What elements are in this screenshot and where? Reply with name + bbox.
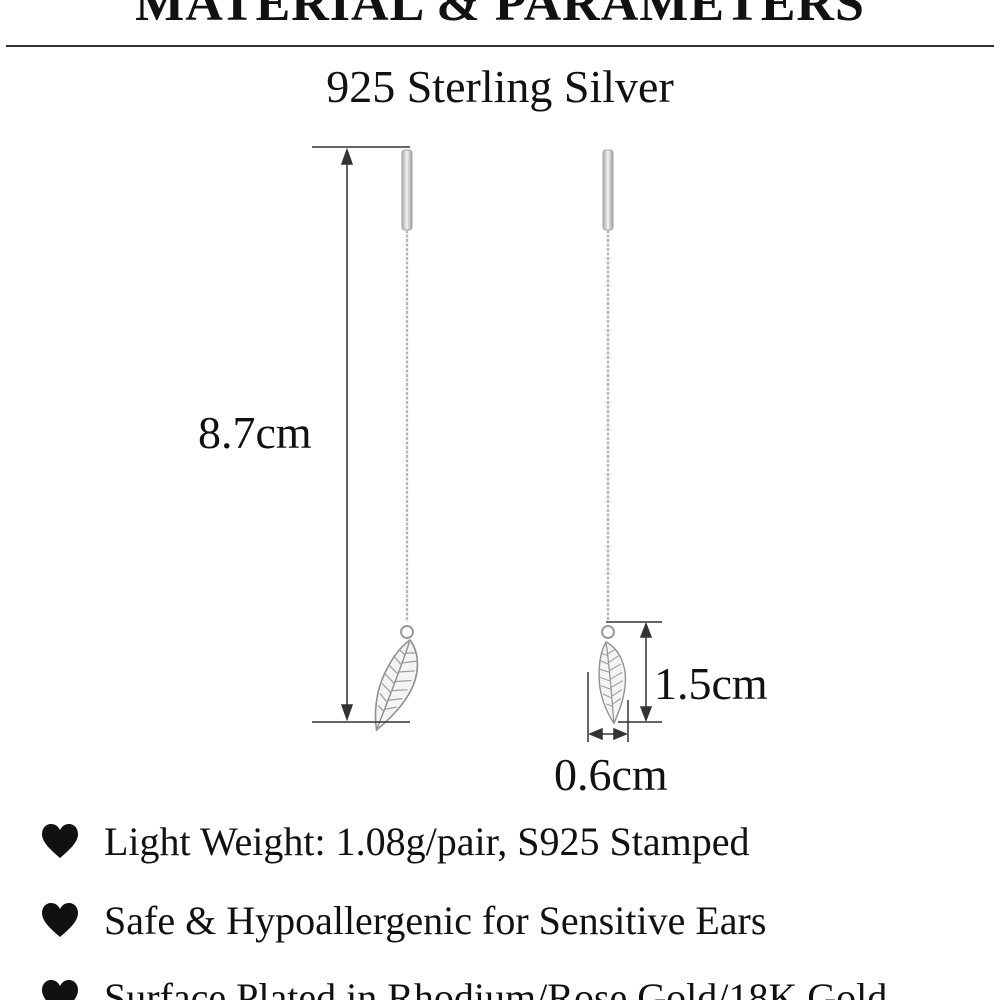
right-earring <box>593 149 633 726</box>
left-earring <box>365 149 428 738</box>
heart-icon <box>40 901 80 941</box>
page-title: MATERIAL & PARAMETERS <box>135 0 865 32</box>
feature-text: Surface Plated in Rhodium/Rose Gold/18K … <box>104 974 888 1000</box>
charm-width-label: 0.6cm <box>554 749 668 800</box>
length-dimension-line <box>312 146 410 723</box>
feature-item: Surface Plated in Rhodium/Rose Gold/18K … <box>40 974 1000 1000</box>
width-dimension-line <box>587 672 629 742</box>
height-dimension-line <box>606 621 662 723</box>
feature-text: Safe & Hypoallergenic for Sensitive Ears <box>104 897 767 943</box>
feature-item: Safe & Hypoallergenic for Sensitive Ears <box>40 897 1000 941</box>
title-divider <box>6 45 994 47</box>
length-label: 8.7cm <box>198 407 312 458</box>
heart-icon <box>40 822 80 862</box>
feature-item: Light Weight: 1.08g/pair, S925 Stamped <box>40 818 1000 862</box>
feature-text: Light Weight: 1.08g/pair, S925 Stamped <box>104 818 750 864</box>
material-subtitle: 925 Sterling Silver <box>326 61 674 112</box>
heart-icon <box>40 978 80 1000</box>
charm-height-label: 1.5cm <box>654 658 768 709</box>
